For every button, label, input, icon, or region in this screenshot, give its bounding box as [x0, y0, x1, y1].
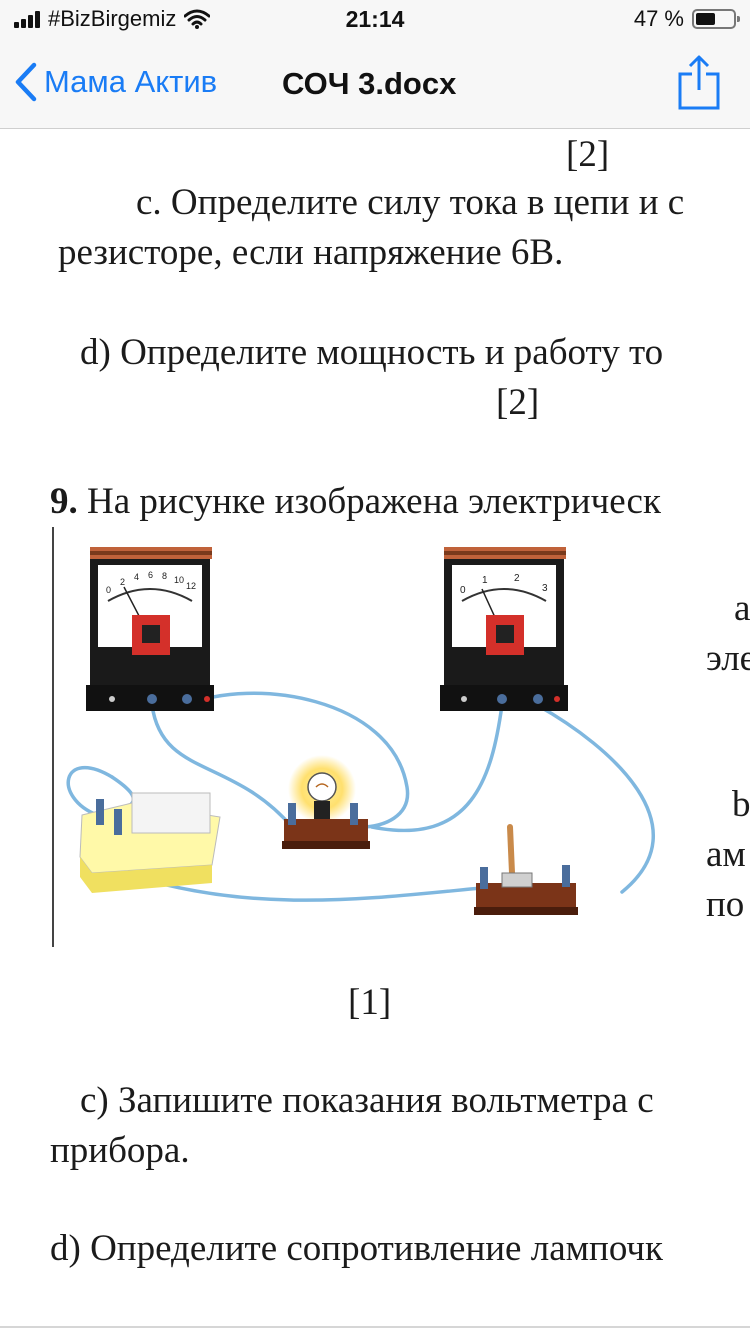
question-c-line1: c. Определите силу тока в цепи и с: [136, 182, 685, 223]
question-c-line2: резисторе, если напряжение 6В.: [58, 232, 564, 273]
chevron-left-icon: [15, 62, 37, 102]
carrier-name: #BizBirgemiz: [48, 6, 177, 31]
back-button[interactable]: Мама Актив: [14, 62, 217, 102]
wires: [66, 691, 656, 902]
question-9: 9. На рисунке изображена электрическ: [50, 480, 661, 524]
voltmeter-tick: 12: [186, 581, 196, 591]
side-text: а: [734, 588, 750, 629]
switch: [474, 824, 578, 915]
voltmeter-tick: 8: [162, 571, 167, 581]
side-text: эле: [706, 638, 750, 679]
page-edge: [0, 1326, 750, 1328]
question-d2: d) Определите сопротивление лампочк: [50, 1228, 663, 1269]
figure-border: [52, 527, 54, 947]
side-text: по: [706, 884, 745, 925]
power-source: [79, 792, 221, 893]
voltmeter-tick: 10: [174, 575, 184, 585]
lamp: [282, 755, 370, 849]
ammeter: 0 1 2 3: [440, 547, 568, 711]
voltmeter-tick: 2: [120, 577, 125, 587]
battery-percent: 47 %: [633, 6, 684, 31]
score-mark: [2]: [566, 134, 610, 175]
question-9-text: На рисунке изображена электрическ: [87, 481, 661, 522]
status-right: 47 %: [633, 6, 740, 32]
back-label: Мама Актив: [44, 64, 218, 99]
question-number: 9.: [50, 481, 78, 522]
status-time: 21:14: [345, 6, 405, 32]
ammeter-tick: 2: [514, 573, 520, 584]
document-title: СОЧ 3.docx: [282, 66, 457, 101]
voltmeter: 0 2 4 6 8 10 12: [86, 547, 214, 711]
voltmeter-tick: 4: [134, 572, 139, 582]
side-text: ам: [706, 834, 746, 875]
score-mark: [2]: [496, 382, 540, 423]
question-d: d) Определите мощность и работу то: [80, 332, 664, 373]
nav-bar: Мама Актив СОЧ 3.docx: [0, 40, 750, 129]
question-c2-line2: прибора.: [50, 1130, 190, 1171]
status-left: #BizBirgemiz: [14, 6, 211, 32]
status-bar: #BizBirgemiz 21:14 47 %: [0, 0, 750, 40]
wifi-icon: [184, 9, 211, 29]
score-mark: [1]: [348, 982, 392, 1023]
voltmeter-tick: 0: [106, 585, 111, 595]
ammeter-tick: 0: [460, 585, 466, 596]
signal-icon: [14, 10, 40, 28]
document-view[interactable]: [2] c. Определите силу тока в цепи и с р…: [0, 129, 750, 1334]
question-c2-line1: с) Запишите показания вольтметра с: [80, 1080, 654, 1121]
share-icon[interactable]: [676, 54, 722, 110]
ammeter-tick: 3: [542, 583, 548, 594]
ammeter-tick: 1: [482, 575, 488, 586]
side-text: b: [732, 784, 750, 825]
voltmeter-tick: 6: [148, 570, 153, 580]
battery-icon: [692, 9, 740, 29]
circuit-illustration: 0 2 4 6 8 10 12 0 1 2 3: [66, 547, 656, 915]
